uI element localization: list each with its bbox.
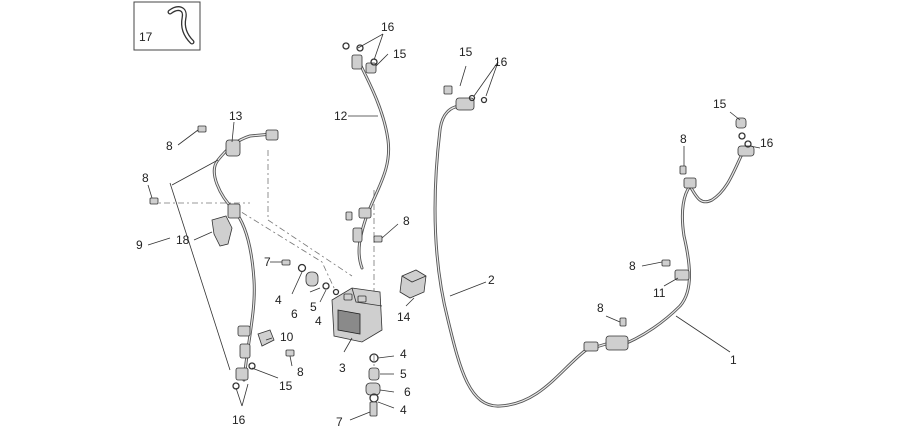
banjo-fitting — [351, 54, 363, 70]
hose-end-fitting — [265, 129, 279, 141]
callout-13: 13 — [229, 109, 243, 123]
callout-4: 4 — [400, 403, 407, 417]
callout-8: 8 — [597, 301, 604, 315]
callout-4: 4 — [315, 314, 322, 328]
callout-3: 3 — [339, 361, 346, 375]
hose-clamp-11 — [674, 269, 690, 281]
callout-16: 16 — [760, 136, 774, 150]
hose-clamp-13 — [225, 139, 241, 157]
hose-end-fitting — [352, 227, 363, 243]
callout-8: 8 — [297, 365, 304, 379]
callout-15: 15 — [713, 97, 727, 111]
callout-7: 7 — [336, 415, 343, 429]
hardware — [149, 42, 752, 417]
callout-7: 7 — [264, 255, 271, 269]
callout-18: 18 — [176, 233, 190, 247]
inset-part-17 — [133, 1, 201, 51]
callout-16: 16 — [381, 20, 395, 34]
callout-1: 1 — [730, 353, 737, 367]
banjo-fitting — [737, 145, 755, 157]
hose-end-fitting — [583, 341, 599, 352]
callout-15: 15 — [459, 45, 473, 59]
abs-sensor-14 — [399, 269, 427, 299]
callout-15: 15 — [393, 47, 407, 61]
callout-10: 10 — [280, 330, 294, 344]
callout-6: 6 — [404, 385, 411, 399]
abs-modulator — [331, 287, 383, 343]
callout-16: 16 — [494, 55, 508, 69]
callout-4: 4 — [275, 293, 282, 307]
hose-clip — [239, 343, 251, 359]
callout-4: 4 — [400, 347, 407, 361]
hose-union — [227, 203, 241, 219]
hose-clip — [237, 325, 251, 337]
hose-2 — [433, 97, 608, 408]
hose-bracket — [605, 335, 629, 351]
callout-8: 8 — [629, 259, 636, 273]
callout-16: 16 — [232, 413, 246, 427]
hose-1 — [605, 145, 755, 351]
callout-8: 8 — [166, 139, 173, 153]
callout-8: 8 — [403, 214, 410, 228]
banjo-fitting — [455, 97, 475, 111]
callout-9: 9 — [136, 238, 143, 252]
callout-5: 5 — [310, 300, 317, 314]
callout-17: 17 — [139, 30, 153, 44]
callout-5: 5 — [400, 367, 407, 381]
callout-14: 14 — [397, 310, 411, 324]
banjo-fitting — [235, 367, 249, 381]
hose-union — [683, 177, 697, 189]
hose-9 — [212, 129, 279, 382]
callout-labels: 17 16 15 12 13 8 8 9 18 7 4 6 5 4 8 14 3… — [136, 20, 774, 429]
callout-11: 11 — [653, 286, 666, 300]
hose-clip — [358, 207, 372, 219]
callout-12: 12 — [334, 109, 348, 123]
callout-2: 2 — [488, 273, 495, 287]
callout-8: 8 — [680, 132, 687, 146]
hose-12 — [351, 54, 391, 270]
callout-8: 8 — [142, 171, 149, 185]
callout-15: 15 — [279, 379, 293, 393]
callout-6: 6 — [291, 307, 298, 321]
leader-lines — [147, 33, 761, 421]
reference-lines — [150, 150, 375, 392]
